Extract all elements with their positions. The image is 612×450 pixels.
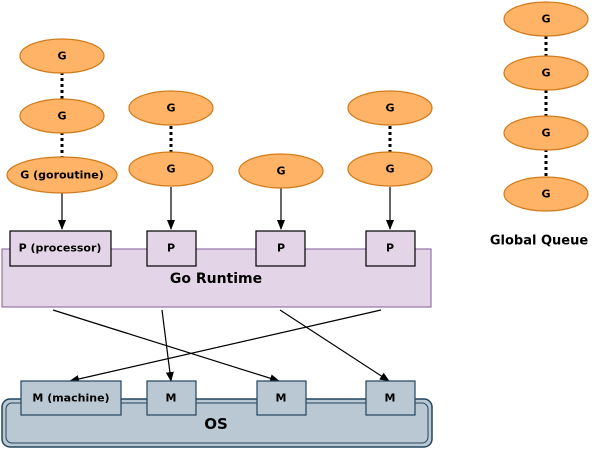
machine-box: M [256,380,307,416]
arrow [161,309,174,382]
goroutine-label: G [541,188,550,201]
processor-box: P [255,230,306,267]
goroutine-label: G [541,67,550,80]
goroutine-node: G [503,176,589,212]
processor-box: P (processor) [9,230,112,267]
processor-label: P [167,242,175,255]
goroutine-node: G [19,98,105,134]
machine-label: M [166,392,177,405]
processor-label: P (processor) [19,242,102,255]
goroutine-label: G [166,102,175,115]
machine-box: M (machine) [20,380,122,416]
goroutine-dotted-links [60,36,548,177]
goroutine-node: G [238,153,324,189]
machine-label: M [385,392,396,405]
processors: P (processor) P P P [9,230,416,267]
goroutine-node: G [503,115,589,151]
processor-box: P [365,230,416,267]
goroutine-node: G [128,151,214,187]
goroutine-node: G [347,90,433,126]
goroutine-label: G (goroutine) [20,169,103,182]
machine-box: M [146,380,197,416]
arrow [279,309,390,382]
goroutine-label: G [166,163,175,176]
processor-label: P [386,242,394,255]
goroutine-node: G [19,38,105,74]
goroutine-node: G [128,90,214,126]
global-queue: G G G G Global Queue [490,1,589,249]
goroutine-label: G [57,110,66,123]
goroutine-node: G (goroutine) [6,156,118,194]
goroutine-label: G [385,102,394,115]
goroutine-node: G [347,151,433,187]
os-label: OS [204,415,228,433]
goroutine-label: G [541,127,550,140]
goroutine-node: G [503,55,589,91]
processor-box: P [146,230,197,267]
machines: M (machine) M M M [20,380,416,416]
goroutine-label: G [57,50,66,63]
goroutine-label: G [276,165,285,178]
goroutine-label: G [385,163,394,176]
machine-label: M [276,392,287,405]
go-runtime-label: Go Runtime [170,271,262,287]
processor-label: P [277,242,285,255]
arrow [69,309,382,383]
goroutine-node: G [503,1,589,37]
machine-label: M (machine) [32,392,109,405]
runtime-to-machine-arrows [52,309,390,383]
local-goroutine-queues: G G G (goroutine) G G G G G [6,38,433,194]
global-queue-label: Global Queue [490,234,588,249]
goroutine-label: G [541,13,550,26]
machine-box: M [365,380,416,416]
goroutine-to-processor-arrows [58,187,394,230]
